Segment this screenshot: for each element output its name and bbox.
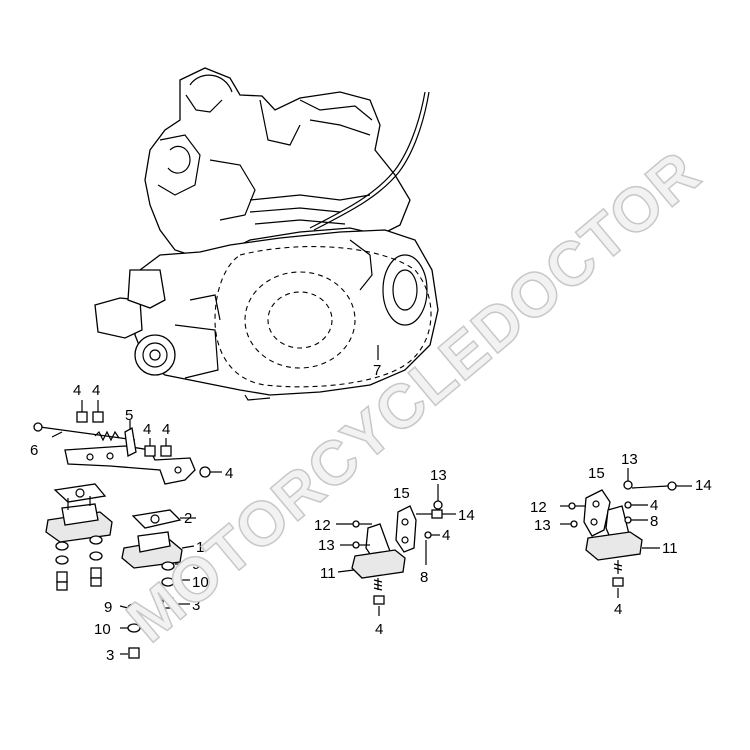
callout-4-b: 4 xyxy=(92,382,100,399)
callout-13-right-top: 13 xyxy=(621,451,638,468)
callout-6: 6 xyxy=(30,442,38,459)
callout-12-right: 12 xyxy=(530,499,547,516)
right-mount-group xyxy=(560,468,692,598)
rubber-mount-left xyxy=(45,483,113,591)
callout-10-a: 10 xyxy=(192,574,209,591)
callout-8-mid: 8 xyxy=(420,569,428,586)
callout-4-right-side: 4 xyxy=(650,497,658,514)
callout-13-right-bottom: 13 xyxy=(534,517,551,534)
callout-10-b: 10 xyxy=(94,621,111,638)
callout-5: 5 xyxy=(125,407,133,424)
callout-7: 7 xyxy=(373,362,381,379)
front-mount-bracket-group xyxy=(33,400,222,485)
engine-assembly xyxy=(94,67,439,401)
callout-3-a: 3 xyxy=(192,597,200,614)
callout-3-b: 3 xyxy=(106,647,114,664)
callout-1: 1 xyxy=(196,539,204,556)
callout-11-right: 11 xyxy=(662,540,678,557)
callout-13-mid-bottom: 13 xyxy=(318,537,335,554)
callout-12-mid: 12 xyxy=(314,517,331,534)
callout-15-right: 15 xyxy=(588,465,605,482)
callout-14-mid: 14 xyxy=(458,507,475,524)
callout-15-mid: 15 xyxy=(393,485,410,502)
callout-4-c: 4 xyxy=(143,421,151,438)
callout-4-d: 4 xyxy=(162,421,170,438)
callout-2: 2 xyxy=(184,510,192,527)
middle-mount-group xyxy=(336,484,456,616)
callout-4-mid-bottom: 4 xyxy=(375,621,383,638)
callout-13-mid-top: 13 xyxy=(430,467,447,484)
rubber-mount-right xyxy=(119,509,196,659)
callout-14-right: 14 xyxy=(695,477,712,494)
callout-4-right-bottom: 4 xyxy=(614,601,622,618)
callout-9-b: 9 xyxy=(104,599,112,616)
callout-8-right: 8 xyxy=(650,513,658,530)
callout-11-mid: 11 xyxy=(320,565,336,582)
callout-4-e: 4 xyxy=(225,465,233,482)
callout-4-mid-side: 4 xyxy=(442,527,450,544)
callout-4-a: 4 xyxy=(73,382,81,399)
callout-9-a: 9 xyxy=(192,556,200,573)
